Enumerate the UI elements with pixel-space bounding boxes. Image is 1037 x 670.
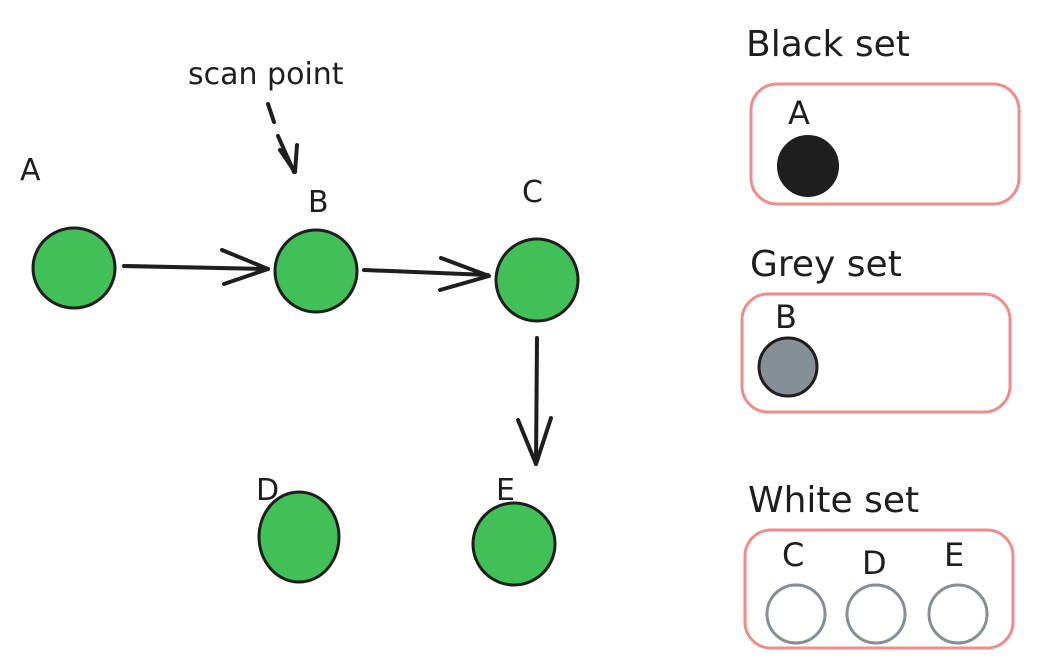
node-b: B: [273, 185, 359, 314]
white-set-member-c-label: C: [782, 536, 804, 574]
grey-set-member-b-label: B: [775, 298, 797, 336]
node-b-label: B: [308, 185, 329, 220]
node-e: E: [471, 473, 557, 587]
white-set: White set C D E: [743, 480, 1015, 650]
scan-point-arrow: [266, 102, 299, 174]
white-set-member-e-circle: [927, 583, 989, 645]
scan-point-label: scan point: [188, 57, 344, 92]
white-set-member-d-label: D: [862, 544, 887, 582]
node-b-circle: [273, 228, 359, 314]
node-d-circle: [257, 490, 341, 584]
grey-set: Grey set B: [740, 244, 1012, 414]
grey-set-member-b-circle: [757, 336, 819, 398]
edge-a-b: [122, 248, 270, 286]
node-c: C: [494, 175, 580, 323]
edge-b-c: [362, 256, 491, 292]
node-d-label: D: [256, 473, 279, 508]
white-set-title: White set: [748, 480, 919, 521]
black-set-title: Black set: [746, 24, 910, 65]
node-e-circle: [471, 501, 557, 587]
black-set-member-a-label: A: [788, 94, 810, 132]
black-set-member-a-circle: [777, 135, 839, 197]
grey-set-box: [740, 292, 1012, 414]
grey-set-title: Grey set: [750, 244, 902, 285]
node-c-label: C: [522, 175, 543, 210]
node-d: D: [256, 473, 341, 584]
white-set-member-c-circle: [765, 583, 827, 645]
edge-c-e: [516, 336, 553, 466]
black-set: Black set A: [746, 24, 1021, 206]
black-set-box: [749, 82, 1021, 206]
node-a: A: [20, 153, 117, 310]
node-e-label: E: [496, 473, 515, 508]
node-a-label: A: [20, 153, 41, 188]
white-set-member-e-label: E: [944, 536, 964, 574]
white-set-member-d-circle: [845, 583, 907, 645]
white-set-box: [743, 528, 1015, 650]
node-c-circle: [494, 237, 580, 323]
node-a-circle: [31, 226, 117, 310]
